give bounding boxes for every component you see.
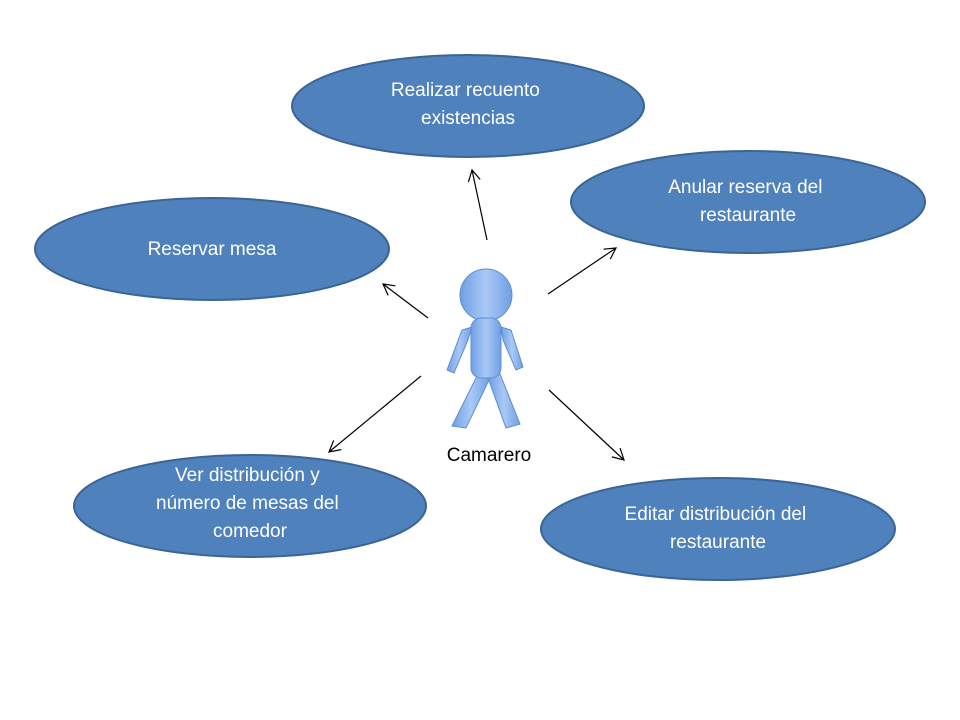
use-case-label-line: Editar distribución del	[625, 504, 807, 525]
use-case-label-line: Reservar mesa	[148, 239, 277, 260]
arrow-to-ver-distribucion	[328, 375, 422, 453]
use-case-label-line: existencias	[421, 108, 515, 129]
use-case-label-line: comedor	[213, 521, 288, 542]
use-case-editar-distribucion[interactable]: Editar distribución del restaurante	[540, 477, 896, 581]
associations	[328, 168, 625, 461]
svg-text:Realizar recuento existe: Realizar recuento existencias	[391, 80, 545, 129]
person-icon	[446, 268, 524, 429]
use-case-label-line: número de mesas del	[156, 493, 339, 514]
use-case-label-line: restaurante	[700, 205, 796, 226]
actor-label: Camarero	[447, 445, 531, 466]
svg-text:Editar distribución del: Editar distribución del restaurante	[625, 504, 812, 553]
actor-camarero[interactable]: Camarero	[446, 268, 531, 466]
arrow-to-realizar-recuento	[467, 168, 488, 241]
use-case-realizar-recuento[interactable]: Realizar recuento existencias	[291, 54, 645, 158]
svg-text:Reservar mesa: Reservar mesa	[148, 239, 277, 260]
svg-text:Anular reserva del resta: Anular reserva del restaurante	[668, 177, 827, 226]
use-case-reservar-mesa[interactable]: Reservar mesa	[34, 197, 390, 301]
use-case-anular-reserva[interactable]: Anular reserva del restaurante	[570, 150, 926, 254]
use-case-label-line: Ver distribución y	[175, 465, 320, 486]
arrow-to-editar-distribucion	[548, 389, 625, 461]
use-case-label-line: Anular reserva del	[668, 177, 822, 198]
arrow-to-anular-reserva	[547, 247, 618, 295]
use-case-label-line: Realizar recuento	[391, 80, 540, 101]
use-case-ver-distribucion[interactable]: Ver distribución y número de mesas del c…	[73, 454, 427, 558]
svg-text:Ver distribución y númer: Ver distribución y número de mesas del c…	[156, 465, 344, 542]
arrow-to-reservar-mesa	[382, 283, 429, 319]
use-case-label-line: restaurante	[670, 532, 766, 553]
